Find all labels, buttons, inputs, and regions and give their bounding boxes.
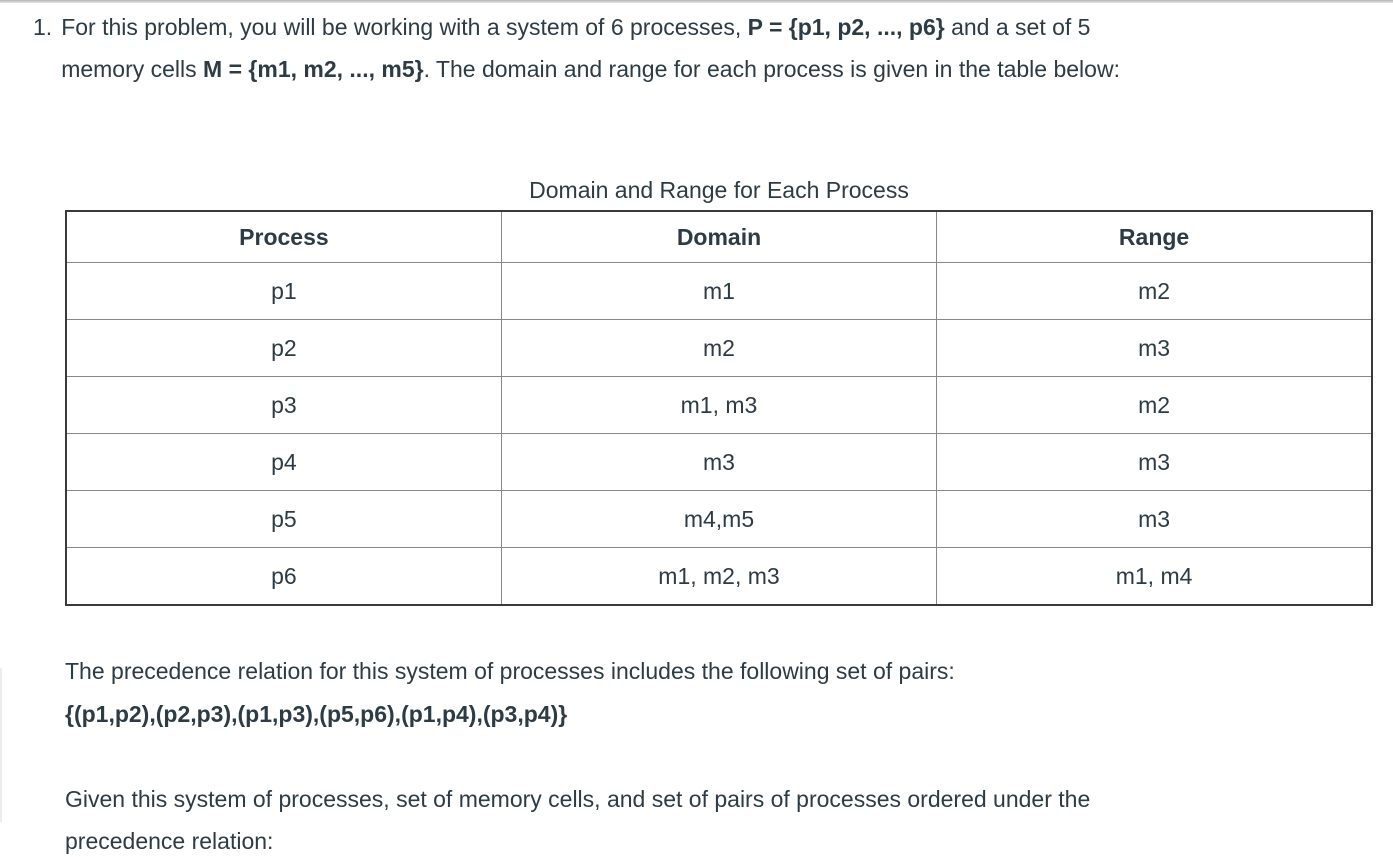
cell-domain: m4,m5 [500, 490, 938, 548]
cell-range: m3 [936, 433, 1373, 491]
cell-range: m3 [936, 319, 1373, 377]
problem-number: 1. [33, 14, 53, 40]
top-window-edge [0, 0, 1393, 3]
intro-text-3: memory cells [61, 56, 204, 82]
precedence-pairs-set: {(p1,p2),(p2,p3),(p1,p3),(p5,p6),(p1,p4)… [65, 701, 568, 727]
table-row: p1 m1 m2 [65, 262, 1373, 320]
col-header-process: Process [65, 210, 502, 263]
closing-text-line1: Given this system of processes, set of m… [65, 786, 1091, 812]
memory-set-notation: M = {m1, m2, ..., m5} [203, 56, 424, 82]
cell-process: p2 [65, 319, 502, 377]
closing-text-line2: precedence relation: [65, 828, 274, 854]
problem-statement: 1. For this problem, you will be working… [33, 6, 1363, 90]
process-set-notation: P = {p1, p2, ..., p6} [747, 14, 945, 40]
col-header-domain: Domain [500, 210, 938, 263]
table-row: p3 m1, m3 m2 [65, 376, 1373, 434]
cell-range: m3 [936, 490, 1373, 548]
cell-domain: m1 [500, 262, 938, 320]
cell-range: m1, m4 [936, 547, 1373, 606]
table-header-row: Process Domain Range [65, 210, 1373, 263]
closing-statement: Given this system of processes, set of m… [65, 778, 1380, 857]
intro-text-2: and a set of 5 [944, 14, 1091, 40]
intro-text-4: . The domain and range for each process … [423, 56, 1120, 82]
cell-range: m2 [936, 262, 1373, 320]
left-scroll-edge [0, 668, 2, 822]
domain-range-table: Process Domain Range p1 m1 m2 p2 m2 m3 p… [65, 210, 1373, 606]
table-row: p4 m3 m3 [65, 433, 1373, 491]
cell-range: m2 [936, 376, 1373, 434]
cell-domain: m1, m3 [500, 376, 938, 434]
cell-process: p6 [65, 547, 502, 606]
problem-intro-text: For this problem, you will be working wi… [61, 6, 1363, 90]
intro-text-1: For this problem, you will be working wi… [61, 14, 748, 40]
cell-process: p4 [65, 433, 502, 491]
table-row: p2 m2 m3 [65, 319, 1373, 377]
precedence-intro-text: The precedence relation for this system … [65, 658, 955, 684]
table-caption: Domain and Range for Each Process [529, 177, 909, 203]
precedence-section: The precedence relation for this system … [65, 650, 1375, 736]
cell-domain: m3 [500, 433, 938, 491]
table-row: p6 m1, m2, m3 m1, m4 [65, 547, 1373, 606]
cell-domain: m2 [500, 319, 938, 377]
cell-process: p1 [65, 262, 502, 320]
table-row: p5 m4,m5 m3 [65, 490, 1373, 548]
cell-process: p5 [65, 490, 502, 548]
cell-process: p3 [65, 376, 502, 434]
cell-domain: m1, m2, m3 [500, 547, 938, 606]
col-header-range: Range [936, 210, 1373, 263]
